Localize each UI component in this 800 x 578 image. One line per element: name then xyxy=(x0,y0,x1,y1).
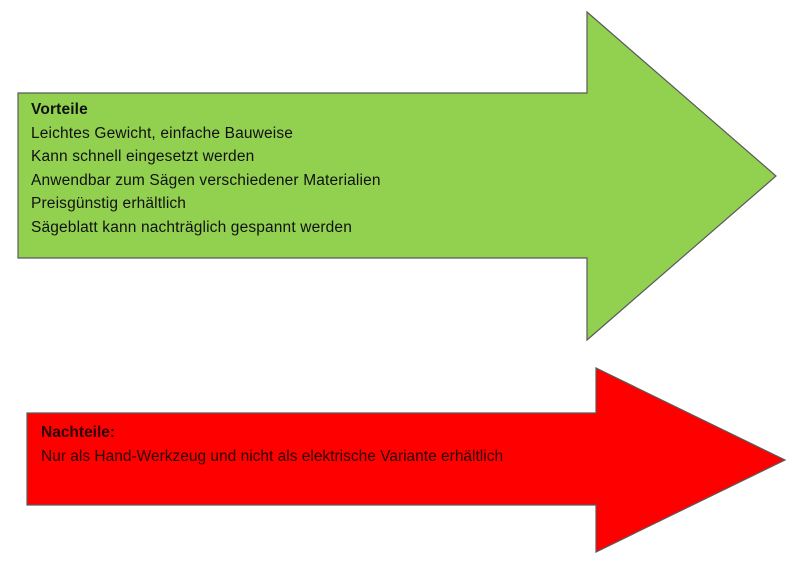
pros-arrow-text: Vorteile Leichtes Gewicht, einfache Bauw… xyxy=(31,98,381,240)
pros-title: Vorteile xyxy=(31,101,88,118)
pros-item: Preisgünstig erhältlich xyxy=(31,195,187,213)
pros-item: Leichtes Gewicht, einfache Bauweise xyxy=(31,124,294,142)
cons-arrow-shape xyxy=(26,367,787,553)
pros-item: Anwendbar zum Sägen verschiedener Materi… xyxy=(31,171,381,189)
pros-arrow-shape xyxy=(17,10,777,342)
pros-item: Sägeblatt kann nachträglich gespannt wer… xyxy=(31,218,352,236)
cons-item: Nur als Hand-Werkzeug und nicht als elek… xyxy=(41,447,504,465)
pros-item: Kann schnell eingesetzt werden xyxy=(31,148,255,166)
cons-arrow-text: Nachteile: Nur als Hand-Werkzeug und nic… xyxy=(41,421,503,468)
cons-title: Nachteile: xyxy=(41,424,116,441)
